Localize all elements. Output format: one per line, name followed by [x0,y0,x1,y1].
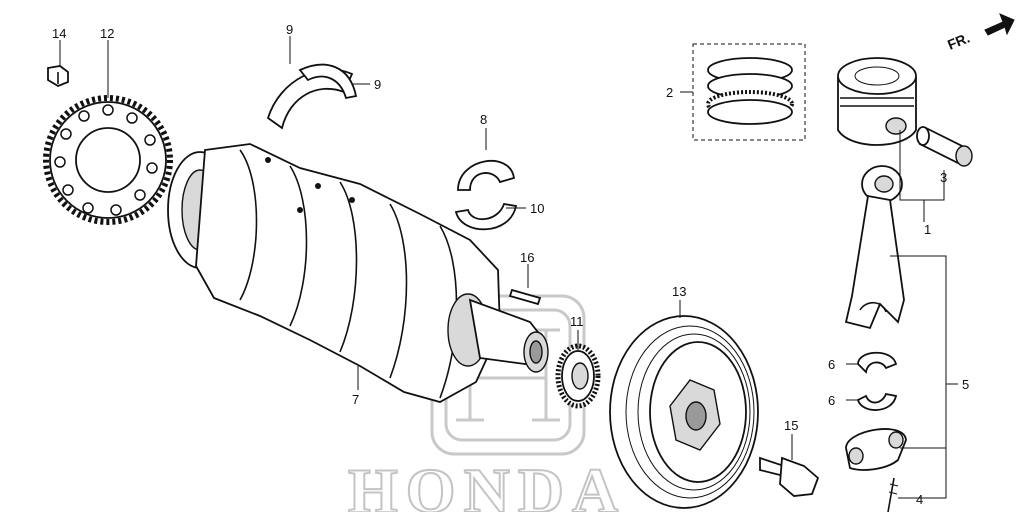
callout-12: 12 [100,26,114,41]
callout-14: 14 [52,26,66,41]
callout-10: 10 [530,201,544,216]
callout-13: 13 [672,284,686,299]
callout-6-lower: 6 [828,393,835,408]
front-label: FR. [945,29,972,52]
ring-gear-icon [43,95,173,225]
pulley-bolt-icon [759,456,820,497]
pin-icon [916,126,973,167]
sprocket-icon [555,343,601,409]
callouts: 1 2 3 4 5 6 6 7 8 9 9 10 11 12 13 14 15 … [52,22,969,507]
callout-3: 3 [940,170,947,185]
thrust-washer-icon [266,63,358,130]
callout-9-right: 9 [374,77,381,92]
plate-bolt-icon [47,65,69,88]
callout-9-upper: 9 [286,22,293,37]
crankshaft-icon [167,143,549,403]
callout-15: 15 [784,418,798,433]
rod-cap-icon [845,428,907,471]
callout-6-upper: 6 [828,357,835,372]
front-arrow-icon [984,13,1015,36]
watermark-text: HONDA [348,455,626,512]
callout-1: 1 [924,222,931,237]
front-direction-indicator: FR. [945,13,1015,53]
leader-lines [59,36,958,499]
callout-16: 16 [520,250,534,265]
connecting-rod-icon [844,165,905,330]
honda-watermark: HONDA [347,294,626,517]
callout-2: 2 [666,85,673,100]
callout-7: 7 [352,392,359,407]
callout-4: 4 [916,492,923,507]
bearing-icon [454,160,518,231]
callout-11: 11 [570,314,584,329]
callout-5: 5 [962,377,969,392]
piston-icon [837,57,917,146]
callout-8: 8 [480,112,487,127]
key-icon [508,288,542,306]
rod-bearing-icon [856,351,898,411]
piston-ring-icon [692,43,806,141]
pulley-icon [609,315,759,509]
rod-bolt-icon [887,477,899,513]
